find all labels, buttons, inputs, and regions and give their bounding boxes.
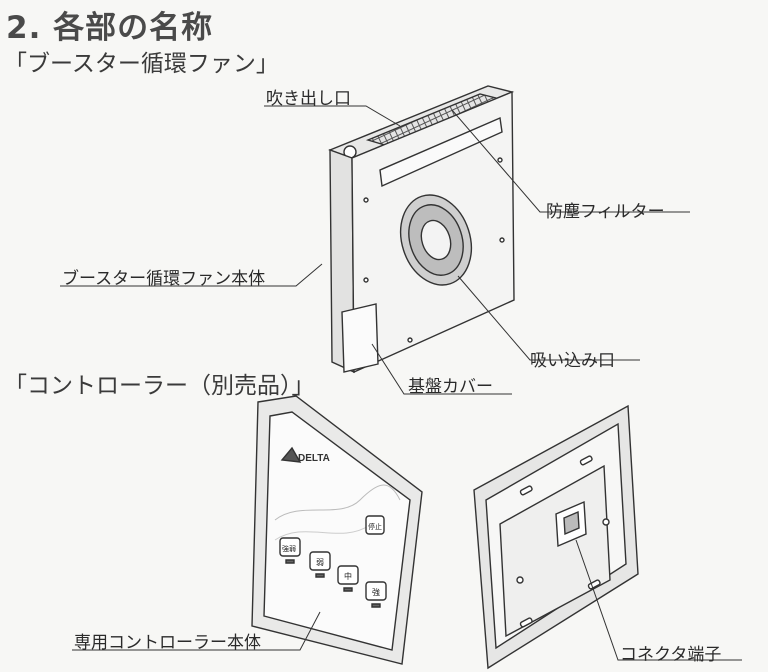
section-title-controller: 「コントローラー（別売品）」: [4, 373, 315, 399]
board-cover: [342, 304, 378, 372]
label-board-cover: 基盤カバー: [408, 377, 493, 397]
label-fan-body: ブースター循環ファン本体: [62, 269, 266, 289]
button-label-medium: 中: [344, 571, 352, 581]
fan-unit: [330, 86, 514, 372]
label-outlet: 吹き出し口: [266, 89, 351, 109]
label-inlet: 吸い込み口: [530, 351, 615, 371]
page-title: 2. 各部の名称: [6, 10, 214, 46]
medium-button-graphic: [338, 566, 358, 584]
button-label-strong: 強: [372, 587, 380, 597]
section-title-fan: 「ブースター循環ファン」: [4, 51, 279, 77]
weak-button-graphic: [310, 552, 330, 570]
stop-button-graphic: [366, 516, 384, 534]
brand-logo-text: DELTA: [298, 453, 330, 464]
button-label-weak: 弱: [316, 558, 324, 567]
leader-lines: [60, 106, 742, 660]
strong-button-graphic: [366, 582, 386, 600]
label-controller-body: 専用コントローラー本体: [74, 633, 261, 653]
strength-button-graphic: [280, 538, 300, 556]
controller-front: [252, 396, 422, 664]
button-label-strength: 強弱: [282, 545, 296, 553]
controller-back: [474, 406, 638, 668]
button-label-stop: 停止: [368, 522, 382, 531]
